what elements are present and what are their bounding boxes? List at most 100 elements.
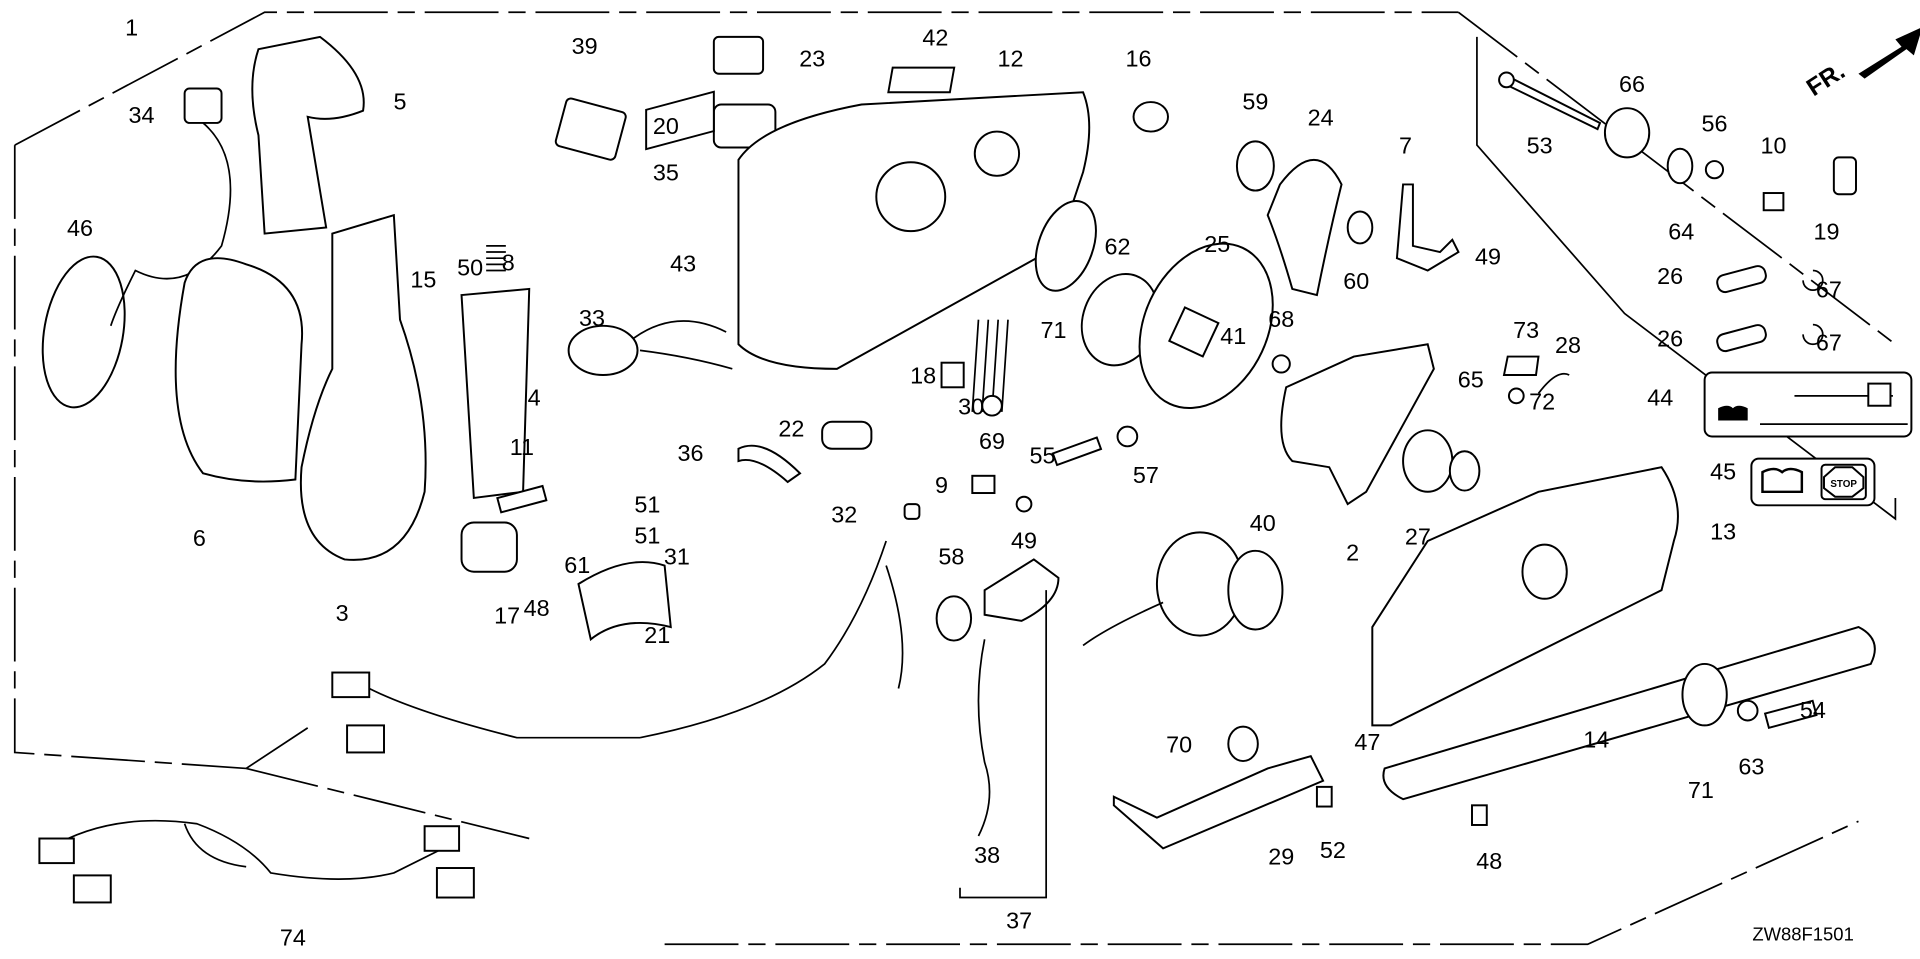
part-65 xyxy=(1448,450,1481,492)
part-68 xyxy=(1271,354,1291,374)
callout-55: 55 xyxy=(1029,443,1055,469)
callout-22: 22 xyxy=(778,415,804,441)
label-44 xyxy=(1703,371,1913,438)
part-7 xyxy=(1395,183,1460,272)
part-32 xyxy=(903,503,921,520)
part-plate-11 xyxy=(496,484,548,514)
callout-45: 45 xyxy=(1710,459,1736,485)
callout-34: 34 xyxy=(129,102,155,128)
callout-14: 14 xyxy=(1583,727,1609,753)
part-54 xyxy=(1763,699,1818,730)
callout-73: 73 xyxy=(1513,317,1539,343)
part-label-43 xyxy=(645,90,715,151)
callout-35: 35 xyxy=(653,160,679,186)
stop-text: STOP xyxy=(1830,479,1857,490)
part-remote-39 xyxy=(554,97,627,161)
callout-43: 43 xyxy=(670,251,696,277)
callout-4: 4 xyxy=(528,385,541,411)
manual-book-icon xyxy=(1761,467,1804,494)
callout-44: 44 xyxy=(1647,385,1673,411)
label-45: STOP xyxy=(1750,457,1876,507)
callout-3: 3 xyxy=(336,600,349,626)
part-67a xyxy=(1802,269,1824,292)
callout-49: 49 xyxy=(1011,527,1037,553)
callout-51: 51 xyxy=(634,492,660,518)
part-o-ring xyxy=(41,255,126,409)
part-27 xyxy=(1402,429,1454,493)
callout-53: 53 xyxy=(1527,133,1553,159)
callout-47: 47 xyxy=(1354,729,1380,755)
part-10 xyxy=(1762,192,1785,212)
callout-24: 24 xyxy=(1308,104,1334,130)
part-cover-6 xyxy=(174,257,304,483)
callout-11: 11 xyxy=(510,434,534,460)
callout-30: 30 xyxy=(958,393,984,419)
callout-74: 74 xyxy=(280,924,306,950)
part-26b xyxy=(1716,324,1767,353)
stop-sign-icon xyxy=(1823,466,1865,498)
part-40 xyxy=(1227,549,1284,631)
part-41-wires xyxy=(1082,601,1164,647)
callout-48: 48 xyxy=(524,595,550,621)
callout-52: 52 xyxy=(1320,837,1346,863)
callout-60: 60 xyxy=(1343,268,1369,294)
callout-12: 12 xyxy=(997,45,1023,71)
callout-25: 25 xyxy=(1204,231,1230,257)
callout-54: 54 xyxy=(1800,697,1826,723)
callout-40: 40 xyxy=(1250,510,1276,536)
callout-5: 5 xyxy=(393,88,406,114)
callout-63: 63 xyxy=(1738,754,1764,780)
part-lanyard-38 xyxy=(977,639,991,837)
part-spring-8 xyxy=(486,245,506,272)
part-cap-23 xyxy=(712,35,765,75)
callout-48: 48 xyxy=(1476,848,1502,874)
callout-21: 21 xyxy=(644,622,670,648)
callout-57: 57 xyxy=(1133,462,1159,488)
callout-39: 39 xyxy=(572,33,598,59)
front-label: FR. xyxy=(1802,58,1850,102)
callout-6: 6 xyxy=(193,525,206,551)
callout-37: 37 xyxy=(1006,907,1032,933)
part-36 xyxy=(737,444,802,484)
diagram-code: ZW88F1501 xyxy=(1752,924,1854,945)
part-9 xyxy=(971,474,996,495)
callout-62: 62 xyxy=(1105,234,1131,260)
callout-41: 41 xyxy=(1220,323,1246,349)
part-switch-37 xyxy=(983,558,1060,622)
callout-9: 9 xyxy=(935,472,948,498)
part-19 xyxy=(1832,156,1857,196)
callout-26: 26 xyxy=(1657,263,1683,289)
callout-27: 27 xyxy=(1405,524,1431,550)
callout-2: 2 xyxy=(1346,540,1359,566)
callout-32: 32 xyxy=(831,502,857,528)
callout-58: 58 xyxy=(938,543,964,569)
callout-36: 36 xyxy=(677,440,703,466)
callout-20: 20 xyxy=(653,113,679,139)
part-18 xyxy=(940,361,965,389)
manual-book-icon xyxy=(1718,405,1748,421)
part-housing-3 xyxy=(299,213,427,561)
callout-29: 29 xyxy=(1268,843,1294,869)
part-cover-13 xyxy=(1371,466,1679,727)
part-66 xyxy=(1603,107,1651,159)
callout-69: 69 xyxy=(979,428,1005,454)
part-71 xyxy=(1034,200,1097,292)
part-22 xyxy=(821,420,873,450)
callout-59: 59 xyxy=(1242,88,1268,114)
part-28 xyxy=(1537,372,1570,394)
part-harness-74 xyxy=(48,819,444,880)
part-71b xyxy=(1681,662,1728,727)
part-59 xyxy=(1235,140,1275,192)
part-56 xyxy=(1704,160,1725,180)
callout-66: 66 xyxy=(1619,71,1645,97)
part-label-42 xyxy=(887,66,956,94)
callout-23: 23 xyxy=(799,45,825,71)
part-24 xyxy=(1266,158,1343,297)
callout-10: 10 xyxy=(1761,133,1787,159)
part-67b xyxy=(1802,323,1824,346)
callout-67: 67 xyxy=(1816,329,1842,355)
part-2 xyxy=(1280,343,1435,506)
callout-17: 17 xyxy=(494,602,520,628)
